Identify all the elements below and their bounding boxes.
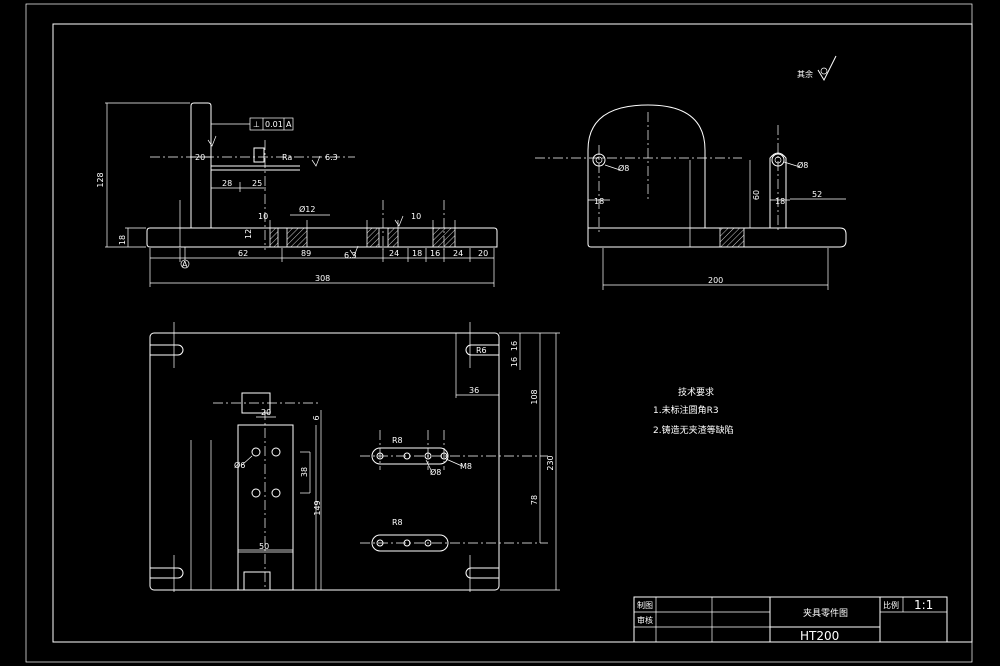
top-dim-16b: 16: [510, 357, 519, 367]
side-hole-right: Ø8: [797, 160, 808, 170]
top-hole-6: Ø6: [234, 460, 245, 470]
dim-24b: 24: [453, 249, 463, 258]
top-dim-36: 36: [469, 386, 479, 395]
datum-a-label: A: [182, 260, 188, 269]
tol-symbol: ⊥: [253, 120, 260, 129]
side-dim-60: 60: [752, 190, 761, 200]
dim-25: 25: [252, 179, 262, 188]
dim-89: 89: [301, 249, 311, 258]
title-part-name: 夹具零件图: [803, 607, 848, 619]
front-view: 128 18 20 28 25 Ø12 10 10 12 62 89 24 18…: [96, 102, 498, 287]
slot-hole-8: Ø8: [430, 467, 441, 477]
dim-128: 128: [96, 172, 105, 187]
rough-mark-6-3: 6.3: [344, 251, 357, 260]
tol-value: 0.01: [265, 120, 283, 129]
title-block: 制图 审核 夹具零件图 比例 1:1 HT200: [633, 596, 948, 643]
tol-datum: A: [286, 120, 292, 129]
side-dim-200: 200: [708, 276, 723, 285]
dim-20-top: 20: [195, 153, 205, 162]
title-scale-label: 比例: [883, 600, 899, 610]
dim-20-right: 20: [478, 249, 488, 258]
dim-small-12-vert: 12: [244, 229, 253, 239]
tech-req-item-2: 2.铸造无夹渣等缺陷: [653, 424, 734, 436]
title-checked-label: 审核: [637, 615, 653, 625]
rough-top-6-3: 6.3: [325, 153, 338, 162]
tolerance-frame: ⊥ 0.01 A: [211, 117, 294, 131]
top-dim-50: 50: [259, 542, 269, 551]
side-dim-18-left: 18: [594, 197, 604, 206]
title-scale-value: 1:1: [914, 598, 933, 612]
top-dim-20: 20: [261, 408, 271, 417]
dim-62: 62: [238, 249, 248, 258]
dim-hole-12: Ø12: [299, 204, 315, 214]
top-r6: R6: [476, 346, 487, 355]
side-hole-left: Ø8: [618, 163, 629, 173]
side-view: 18 18 52 60 Ø8 Ø8 200: [535, 104, 847, 290]
tech-req-item-1: 1.未标注圆角R3: [653, 404, 719, 416]
rough-top-ra: Ra: [282, 153, 292, 162]
inner-frame: [52, 23, 973, 643]
top-dim-16a: 16: [510, 341, 519, 351]
title-material: HT200: [800, 629, 839, 643]
slot-thread-m8: M8: [460, 462, 472, 471]
top-dim-230: 230: [546, 455, 555, 470]
slot-r8-lower: R8: [392, 518, 403, 527]
dim-10-b: 10: [411, 212, 421, 221]
slot-r8-upper: R8: [392, 436, 403, 445]
top-dim-149: 149: [313, 500, 322, 515]
side-dim-18-right: 18: [775, 197, 785, 206]
title-drawn-label: 制图: [637, 600, 653, 610]
dim-18: 18: [412, 249, 422, 258]
top-dim-6: 6: [312, 415, 321, 420]
top-dim-108: 108: [530, 389, 539, 404]
dim-24a: 24: [389, 249, 399, 258]
roughness-note: 其余: [797, 55, 837, 82]
dim-10-a: 10: [258, 212, 268, 221]
technical-requirements: 技术要求 1.未标注圆角R3 2.铸造无夹渣等缺陷: [653, 386, 734, 436]
top-dim-78: 78: [530, 495, 539, 505]
dim-16: 16: [430, 249, 440, 258]
top-view: 230 108 78 16 16 36 R6 20 6 38 149 50 Ø6…: [149, 322, 560, 592]
top-dim-38: 38: [300, 467, 309, 477]
side-dim-52: 52: [812, 190, 822, 199]
roughness-note-label: 其余: [797, 69, 813, 79]
dim-28: 28: [222, 179, 232, 188]
dim-308: 308: [315, 274, 330, 283]
dim-18-base: 18: [118, 235, 127, 245]
tech-req-title: 技术要求: [678, 386, 714, 398]
